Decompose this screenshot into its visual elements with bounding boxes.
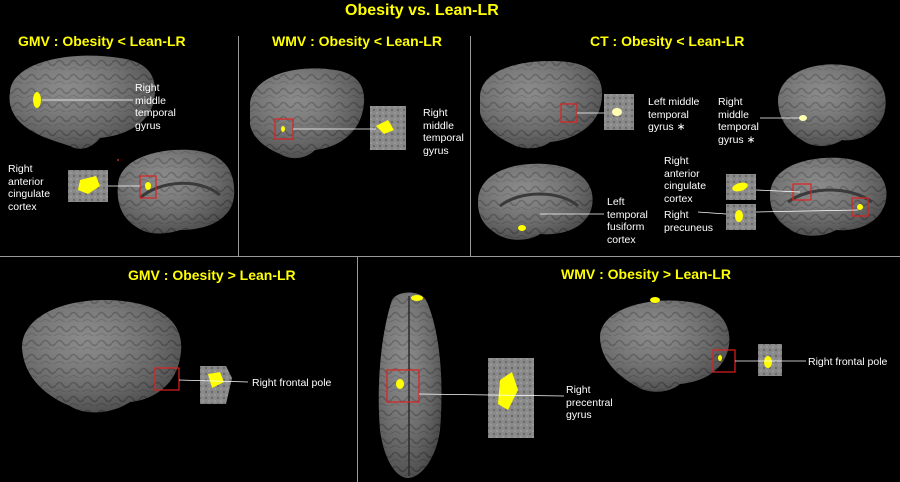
label-gmv-gt-frontal-pole: Right frontal pole	[252, 377, 332, 389]
brain-lateral-gmv-lt	[9, 55, 155, 149]
panel-title-ct-lt: CT : Obesity < Lean-LR	[590, 33, 745, 49]
leader-line	[178, 379, 249, 383]
brain-medial-ct-left	[478, 163, 593, 240]
label-ct-lt-acc: Right anterior cingulate cortex	[664, 155, 707, 205]
panel-title-gmv-gt: GMV : Obesity > Lean-LR	[128, 267, 296, 283]
highlight-box	[851, 197, 869, 217]
highlight-box	[139, 175, 157, 199]
label-ct-lt-precuneus: Right precuneus	[664, 209, 714, 234]
brain-axial-wmv-gt	[378, 292, 442, 478]
horizontal-divider	[0, 256, 900, 257]
activation-blob	[33, 92, 41, 108]
brain-lateral-wmv-lt	[250, 68, 365, 159]
brain-lateral-gmv-gt	[22, 299, 182, 413]
label-wmv-lt-mtg: Right middle temporal gyrus	[423, 107, 464, 157]
activation-blob	[78, 176, 100, 194]
divider-wmv-ct	[470, 36, 471, 256]
highlight-box	[386, 369, 420, 403]
page-title: Obesity vs. Lean-LR	[345, 2, 499, 19]
divider-bottom	[357, 257, 358, 482]
activation-blob	[145, 182, 151, 190]
leader-line	[755, 189, 801, 193]
leader-line	[755, 209, 859, 213]
label-ct-lt-fusiform: Left temporal fusiform cortex	[607, 196, 648, 246]
brain-medial-ct-right	[770, 157, 887, 236]
label-ct-lt-left-mtg: Left middle temporal gyrus ∗	[648, 96, 700, 133]
label-gmv-lt-mtg: Right middle temporal gyrus	[135, 82, 176, 132]
label-wmv-gt-frontal-pole: Right frontal pole	[808, 356, 888, 368]
brain-lateral-wmv-gt	[600, 300, 730, 392]
brain-lateral-ct-left	[480, 61, 603, 149]
panel-title-gmv-lt: GMV : Obesity < Lean-LR	[18, 33, 186, 49]
leader-line	[697, 211, 727, 215]
highlight-box	[154, 367, 180, 391]
panel-title-wmv-lt: WMV : Obesity < Lean-LR	[272, 33, 442, 49]
label-gmv-lt-acc: Right anterior cingulate cortex	[8, 163, 51, 213]
leader-line	[418, 393, 565, 397]
divider-gmv-wmv	[238, 36, 239, 256]
label-ct-lt-right-mtg: Right middle temporal gyrus ∗	[718, 96, 759, 146]
panel-title-wmv-gt: WMV : Obesity > Lean-LR	[561, 266, 731, 282]
brain-medial-gmv-lt	[117, 149, 235, 234]
label-wmv-gt-precentral: Right precentral gyrus	[566, 384, 613, 421]
brain-lateral-ct-right	[778, 64, 886, 146]
